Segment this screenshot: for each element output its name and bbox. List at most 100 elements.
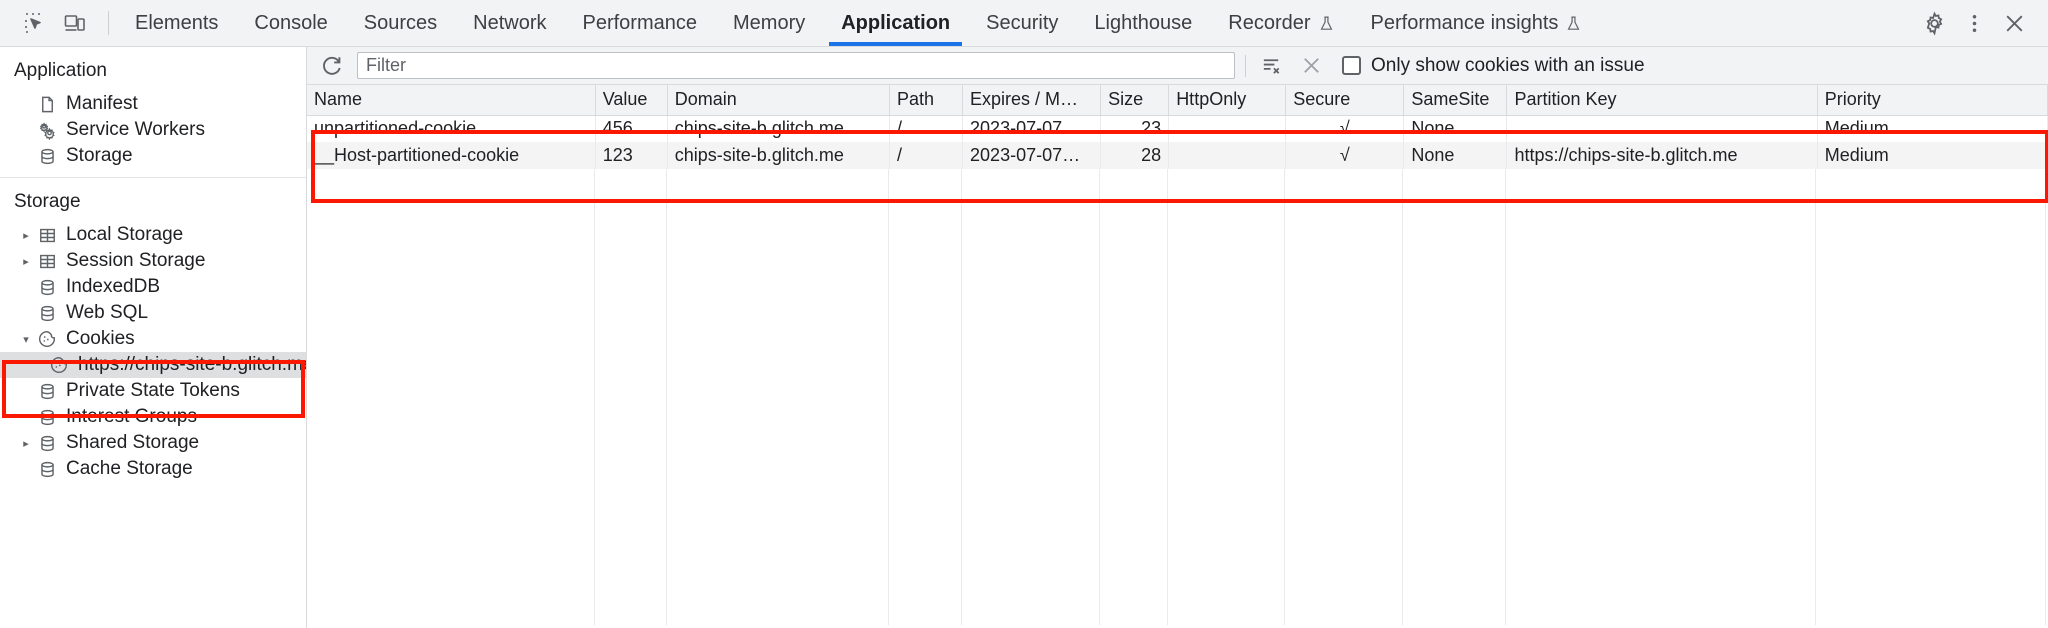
column-header-domain[interactable]: Domain [667,85,890,116]
cell-priority[interactable]: Medium [1817,142,2048,169]
tab-network[interactable]: Network [455,0,564,46]
database-icon [34,382,60,401]
cell-value[interactable]: 123 [595,142,668,169]
close-devtools-icon[interactable] [1994,3,2034,43]
sidebar-item-label: Local Storage [66,224,184,245]
sidebar-item-service-workers[interactable]: ▸ Service Workers [0,117,306,143]
sidebar-item-storage[interactable]: ▸ Storage [0,143,306,169]
database-icon [34,434,60,453]
sidebar-item-interest-groups[interactable]: ▸ Interest Groups [0,404,306,430]
clear-filter-icon[interactable] [1256,51,1286,81]
sidebar-item-manifest[interactable]: ▸ Manifest [0,91,306,117]
cell-path[interactable]: / [889,115,964,142]
cell-value[interactable]: 456 [595,115,668,142]
application-sidebar: Application ▸ Manifest ▸ Service Workers [0,47,307,628]
tab-security[interactable]: Security [968,0,1076,46]
tab-sources[interactable]: Sources [346,0,455,46]
database-icon [34,147,60,166]
more-options-icon[interactable] [1954,3,1994,43]
tab-label: Elements [135,11,219,34]
tab-memory[interactable]: Memory [715,0,823,46]
settings-gear-icon[interactable] [1914,3,1954,43]
cell-name[interactable]: __Host-partitioned-cookie [307,142,596,169]
cell-expires[interactable]: 2023-07-07… [962,142,1102,169]
cookies-table-area[interactable]: Name Value Domain Path Expires / M… Size… [307,85,2048,628]
table-icon [34,252,60,271]
cell-samesite[interactable]: None [1403,115,1508,142]
sidebar-item-cookie-origin[interactable]: https://chips-site-b.glitch.me [0,352,306,378]
sidebar-item-private-state-tokens[interactable]: ▸ Private State Tokens [0,378,306,404]
sidebar-item-label: Manifest [66,93,138,114]
column-header-expires[interactable]: Expires / M… [962,85,1102,116]
cell-expires[interactable]: 2023-07-07… [962,115,1102,142]
tab-application[interactable]: Application [823,0,968,46]
tabbar-divider [108,11,109,35]
experiment-flask-icon [1318,15,1335,32]
cell-partition-key[interactable] [1506,115,1818,142]
sidebar-item-indexeddb[interactable]: ▸ IndexedDB [0,274,306,300]
cell-path[interactable]: / [889,142,964,169]
sidebar-divider [0,177,306,178]
sidebar-item-label: Storage [66,145,133,166]
column-header-secure[interactable]: Secure [1285,85,1405,116]
cookies-toolbar: Only show cookies with an issue [307,47,2048,85]
column-header-value[interactable]: Value [595,85,668,116]
only-issues-label: Only show cookies with an issue [1371,54,1645,76]
sidebar-item-local-storage[interactable]: ▸ Local Storage [0,222,306,248]
cell-secure[interactable]: √ [1285,115,1405,142]
tabbar-right-icons [1893,0,2048,46]
cell-secure[interactable]: √ [1285,142,1405,169]
experiment-flask-icon [1565,15,1582,32]
tab-label: Lighthouse [1094,11,1193,34]
only-issues-checkbox-wrapper[interactable]: Only show cookies with an issue [1342,55,1645,77]
cell-partition-key[interactable]: https://chips-site-b.glitch.me [1506,142,1818,169]
column-header-httponly[interactable]: HttpOnly [1168,85,1287,116]
sidebar-item-shared-storage[interactable]: ▸ Shared Storage [0,430,306,456]
tab-label: Console [254,11,328,34]
cell-httponly[interactable] [1168,142,1287,169]
column-header-partition-key[interactable]: Partition Key [1506,85,1818,116]
tab-performance[interactable]: Performance [565,0,716,46]
cell-size[interactable]: 28 [1100,142,1170,169]
sidebar-item-label: Cookies [66,328,135,349]
sidebar-item-web-sql[interactable]: ▸ Web SQL [0,300,306,326]
sidebar-item-label: Web SQL [66,302,149,323]
filter-input[interactable] [357,52,1235,79]
cell-samesite[interactable]: None [1403,142,1508,169]
tabbar-left-icons [10,0,100,46]
column-header-samesite[interactable]: SameSite [1403,85,1508,116]
table-row[interactable]: __Host-partitioned-cookie 123 chips-site… [307,142,2048,169]
twisty-collapsed-icon[interactable]: ▸ [23,437,29,450]
cell-domain[interactable]: chips-site-b.glitch.me [667,142,890,169]
sidebar-section-title-application: Application [14,60,107,81]
only-issues-checkbox[interactable] [1342,56,1361,75]
twisty-expanded-icon[interactable]: ▾ [23,333,29,346]
cell-priority[interactable]: Medium [1817,115,2048,142]
tab-recorder[interactable]: Recorder [1210,0,1352,46]
tab-elements[interactable]: Elements [117,0,236,46]
cell-size[interactable]: 23 [1100,115,1170,142]
column-header-size[interactable]: Size [1100,85,1170,116]
gears-icon [34,120,60,140]
column-header-name[interactable]: Name [307,85,596,116]
twisty-collapsed-icon[interactable]: ▸ [23,229,29,242]
tab-performance-insights[interactable]: Performance insights [1353,0,1601,46]
cookie-icon [34,329,60,349]
sidebar-item-cache-storage[interactable]: ▸ Cache Storage [0,456,306,482]
devtools-tabbar: Elements Console Sources Network Perform… [0,0,2048,47]
inspect-element-icon[interactable] [18,6,52,40]
column-header-priority[interactable]: Priority [1817,85,2048,116]
sidebar-item-session-storage[interactable]: ▸ Session Storage [0,248,306,274]
device-toolbar-icon[interactable] [58,6,92,40]
twisty-collapsed-icon[interactable]: ▸ [23,255,29,268]
cell-httponly[interactable] [1168,115,1287,142]
refresh-icon[interactable] [317,51,347,81]
cell-name[interactable]: unpartitioned-cookie [307,115,596,142]
sidebar-item-cookies[interactable]: ▾ Cookies [0,326,306,352]
column-header-path[interactable]: Path [889,85,964,116]
tab-console[interactable]: Console [236,0,345,46]
clear-all-icon[interactable] [1296,51,1326,81]
tab-lighthouse[interactable]: Lighthouse [1076,0,1210,46]
cell-domain[interactable]: chips-site-b.glitch.me [667,115,890,142]
table-row[interactable]: unpartitioned-cookie 456 chips-site-b.gl… [307,115,2048,142]
